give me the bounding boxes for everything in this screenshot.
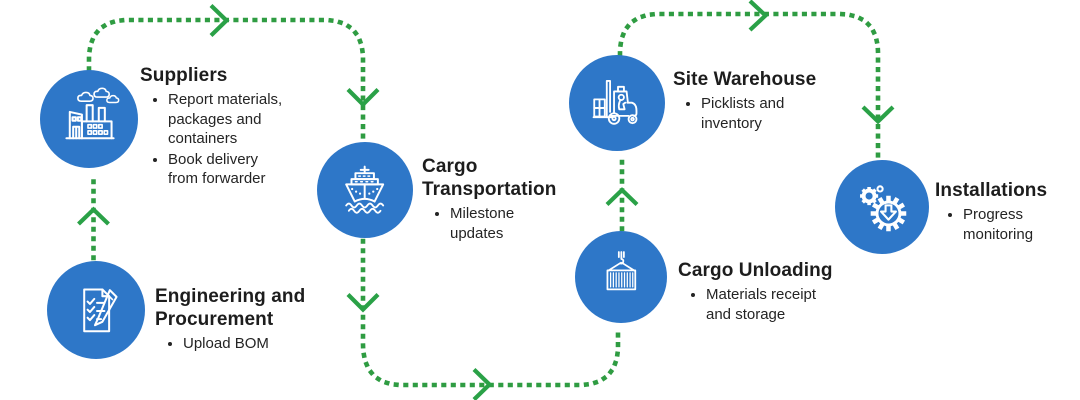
arrowhead-down-icon <box>861 105 895 125</box>
node-title: Site Warehouse <box>673 69 817 90</box>
gears-arrow-icon <box>835 160 929 254</box>
node-site-warehouse: Site Warehouse Picklists and inventory <box>673 68 853 134</box>
node-suppliers: Suppliers Report materials, packages and… <box>140 64 310 190</box>
checklist-pencil-icon <box>47 261 145 359</box>
cargo-ship-icon <box>317 142 413 238</box>
arrowhead-down-icon <box>346 88 380 108</box>
node-bullet: Picklists and inventory <box>701 94 795 133</box>
node-title: Cargo Transportation <box>422 156 557 200</box>
node-title: Installations <box>935 180 1048 201</box>
factory-icon <box>40 70 138 168</box>
node-bullet: Report materials, packages and container… <box>168 90 290 149</box>
node-bullet: Progress monitoring <box>963 205 1045 244</box>
node-bullet: Materials receipt and storage <box>706 285 832 324</box>
node-title: Suppliers <box>140 65 228 86</box>
forklift-icon <box>569 55 665 151</box>
node-cargo-unloading: Cargo Unloading Materials receipt and st… <box>678 259 858 325</box>
arrowhead-right-icon <box>209 3 230 38</box>
arrowhead-up-icon <box>77 206 110 226</box>
arrowhead-right-icon <box>472 367 493 400</box>
node-title: Engineering and Procurement <box>155 286 306 330</box>
node-installations: Installations Progress monitoring <box>935 179 1065 245</box>
node-bullet: Upload BOM <box>183 334 327 354</box>
arrowhead-down-icon <box>346 293 380 313</box>
node-engineering: Engineering and Procurement Upload BOM <box>155 285 327 355</box>
container-crane-icon <box>575 231 667 323</box>
node-title: Cargo Unloading <box>678 260 833 281</box>
arrowhead-up-icon <box>605 187 639 207</box>
arrowhead-right-icon <box>748 0 769 32</box>
node-bullet: Book delivery from forwarder <box>168 150 290 189</box>
node-bullet: Milestone updates <box>450 204 524 243</box>
node-cargo-transportation: Cargo Transportation Milestone updates <box>422 155 582 244</box>
